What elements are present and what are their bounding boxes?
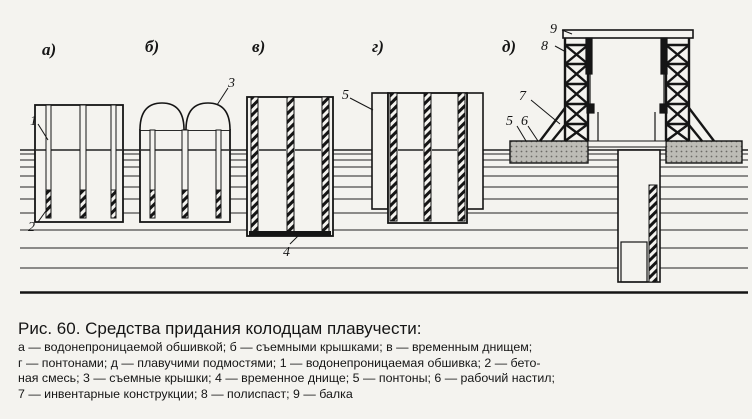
- callout-8: 8: [541, 39, 548, 54]
- callout-3: 3: [227, 76, 235, 91]
- riverbed: [20, 291, 748, 294]
- well-buoyancy-diagram: а) б) в) г) д) 1 2 3 4 5 5 6 7 8 9: [20, 22, 748, 294]
- caption-title: Рис. 60. Средства придания колодцам плав…: [18, 319, 422, 338]
- caption-line: ная смесь; 3 — съемные крышки; 4 — време…: [18, 371, 555, 385]
- callout-9: 9: [550, 22, 557, 37]
- well-b: [139, 102, 231, 223]
- well-g: [371, 92, 484, 224]
- callout-5-g: 5: [342, 88, 349, 103]
- label-variant-a: а): [42, 40, 56, 59]
- label-variant-g: г): [372, 37, 384, 56]
- label-variant-d: д): [502, 37, 516, 56]
- callout-2: 2: [28, 220, 35, 235]
- label-variant-v: в): [252, 37, 265, 56]
- leader-lines: [37, 29, 573, 245]
- callout-6: 6: [521, 114, 528, 129]
- caption-line: г — понтонами; д — плавучими подмостями;…: [18, 355, 541, 370]
- callout-7: 7: [519, 89, 527, 104]
- well-v: [246, 96, 334, 237]
- well-d: [509, 29, 743, 283]
- caption-line: 7 — инвентарные конструкции; 8 — полиспа…: [18, 386, 353, 401]
- callout-1: 1: [30, 114, 37, 129]
- well-a: [34, 104, 124, 223]
- figure-caption: Рис. 60. Средства придания колодцам плав…: [18, 319, 748, 402]
- callout-5-d: 5: [506, 114, 513, 129]
- callout-4: 4: [283, 245, 290, 260]
- caption-line: а — водонепроницаемой обшивкой; б — съем…: [18, 340, 533, 354]
- label-variant-b: б): [145, 37, 159, 56]
